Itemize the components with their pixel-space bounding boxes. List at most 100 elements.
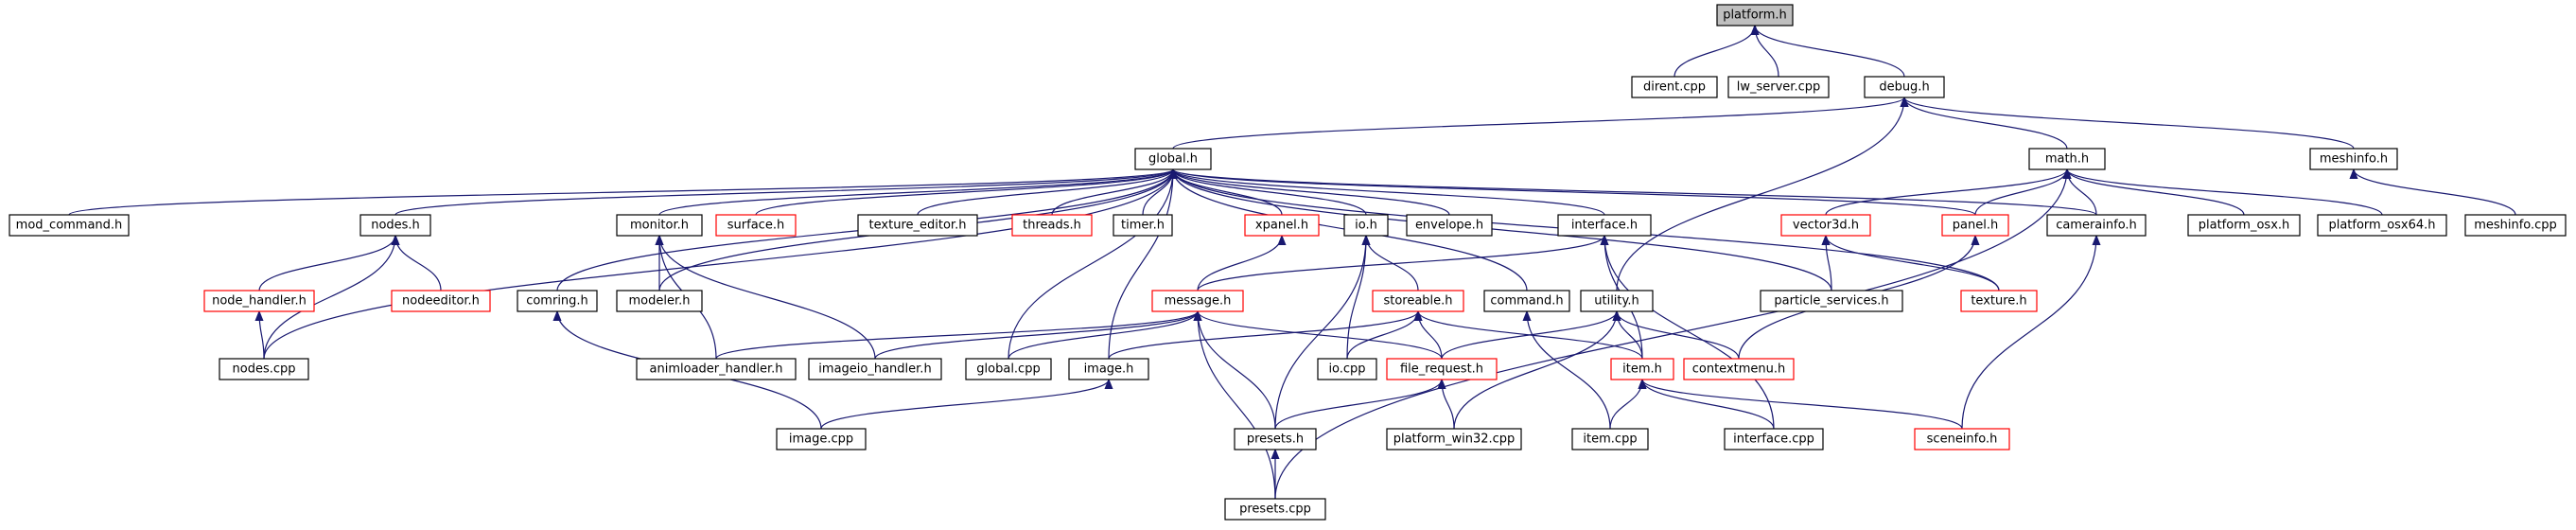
node-message-h[interactable]: message.h (1151, 290, 1244, 312)
node-dirent-cpp[interactable]: dirent.cpp (1631, 76, 1718, 98)
node-io-cpp[interactable]: io.cpp (1317, 358, 1377, 380)
node-box[interactable] (1557, 214, 1652, 237)
node-item-h[interactable]: item.h (1610, 358, 1674, 380)
node-box[interactable] (1960, 290, 2038, 312)
node-presets-h[interactable]: presets.h (1234, 428, 1317, 450)
node-box[interactable] (1716, 4, 1794, 26)
node-texture-editor-h[interactable]: texture_editor.h (857, 214, 978, 237)
node-box[interactable] (1134, 148, 1212, 170)
node-box[interactable] (517, 290, 598, 312)
node-box[interactable] (203, 290, 315, 312)
node-box[interactable] (1068, 358, 1149, 380)
node-platform-h[interactable]: platform.h (1716, 4, 1794, 26)
node-box[interactable] (1580, 290, 1654, 312)
node-box[interactable] (1683, 358, 1795, 380)
node-timer-h[interactable]: timer.h (1113, 214, 1173, 237)
node-box[interactable] (1224, 498, 1326, 521)
node-math-h[interactable]: math.h (2028, 148, 2106, 170)
node-meshinfo-cpp[interactable]: meshinfo.cpp (2464, 214, 2567, 237)
node-box[interactable] (2464, 214, 2567, 237)
node-box[interactable] (1372, 290, 1464, 312)
node-panel-h[interactable]: panel.h (1941, 214, 2009, 237)
node-utility-h[interactable]: utility.h (1580, 290, 1654, 312)
node-interface-cpp[interactable]: interface.cpp (1724, 428, 1824, 450)
node-box[interactable] (1113, 214, 1173, 237)
node-box[interactable] (391, 290, 491, 312)
node-box[interactable] (965, 358, 1052, 380)
node-box[interactable] (1864, 76, 1945, 98)
node-surface-h[interactable]: surface.h (715, 214, 797, 237)
node-box[interactable] (2046, 214, 2147, 237)
node-box[interactable] (1317, 358, 1377, 380)
node-imageio-handler-h[interactable]: imageio_handler.h (808, 358, 942, 380)
node-box[interactable] (1780, 214, 1871, 237)
node-platform-osx64-h[interactable]: platform_osx64.h (2317, 214, 2447, 237)
node-platform-win32-cpp[interactable]: platform_win32.cpp (1386, 428, 1522, 450)
node-nodes-h[interactable]: nodes.h (359, 214, 431, 237)
node-platform-osx-h[interactable]: platform_osx.h (2187, 214, 2301, 237)
node-box[interactable] (1386, 358, 1498, 380)
node-meshinfo-h[interactable]: meshinfo.h (2309, 148, 2398, 170)
node-box[interactable] (9, 214, 130, 237)
node-envelope-h[interactable]: envelope.h (1406, 214, 1493, 237)
node-threads-h[interactable]: threads.h (1011, 214, 1093, 237)
node-box[interactable] (359, 214, 431, 237)
node-box[interactable] (1914, 428, 2010, 450)
node-box[interactable] (1234, 428, 1317, 450)
node-box[interactable] (857, 214, 978, 237)
node-nodes-cpp[interactable]: nodes.cpp (219, 358, 309, 380)
node-box[interactable] (616, 290, 703, 312)
node-mod-command-h[interactable]: mod_command.h (9, 214, 130, 237)
node-box[interactable] (715, 214, 797, 237)
node-box[interactable] (1406, 214, 1493, 237)
node-io-h[interactable]: io.h (1343, 214, 1389, 237)
node-box[interactable] (636, 358, 797, 380)
node-box[interactable] (1386, 428, 1522, 450)
node-box[interactable] (1631, 76, 1718, 98)
node-box[interactable] (1151, 290, 1244, 312)
node-box[interactable] (1343, 214, 1389, 237)
node-image-h[interactable]: image.h (1068, 358, 1149, 380)
node-box[interactable] (808, 358, 942, 380)
node-debug-h[interactable]: debug.h (1864, 76, 1945, 98)
node-sceneinfo-h[interactable]: sceneinfo.h (1914, 428, 2010, 450)
node-box[interactable] (2317, 214, 2447, 237)
node-comring-h[interactable]: comring.h (517, 290, 598, 312)
node-node-handler-h[interactable]: node_handler.h (203, 290, 315, 312)
node-item-cpp[interactable]: item.cpp (1571, 428, 1649, 450)
node-command-h[interactable]: command.h (1483, 290, 1570, 312)
node-box[interactable] (2309, 148, 2398, 170)
node-camerainfo-h[interactable]: camerainfo.h (2046, 214, 2147, 237)
node-box[interactable] (616, 214, 703, 237)
node-interface-h[interactable]: interface.h (1557, 214, 1652, 237)
node-storeable-h[interactable]: storeable.h (1372, 290, 1464, 312)
node-box[interactable] (1483, 290, 1570, 312)
node-box[interactable] (1610, 358, 1674, 380)
node-box[interactable] (1941, 214, 2009, 237)
node-lw-server-cpp[interactable]: lw_server.cpp (1727, 76, 1830, 98)
node-global-cpp[interactable]: global.cpp (965, 358, 1052, 380)
node-box[interactable] (1724, 428, 1824, 450)
node-particle-services-h[interactable]: particle_services.h (1760, 290, 1903, 312)
node-modeler-h[interactable]: modeler.h (616, 290, 703, 312)
node-box[interactable] (2028, 148, 2106, 170)
node-monitor-h[interactable]: monitor.h (616, 214, 703, 237)
node-vector3d-h[interactable]: vector3d.h (1780, 214, 1871, 237)
node-xpanel-h[interactable]: xpanel.h (1244, 214, 1320, 237)
node-box[interactable] (1244, 214, 1320, 237)
node-image-cpp[interactable]: image.cpp (776, 428, 867, 450)
node-box[interactable] (1760, 290, 1903, 312)
node-nodeeditor-h[interactable]: nodeeditor.h (391, 290, 491, 312)
node-texture-h[interactable]: texture.h (1960, 290, 2038, 312)
node-global-h[interactable]: global.h (1134, 148, 1212, 170)
node-box[interactable] (1011, 214, 1093, 237)
node-box[interactable] (776, 428, 867, 450)
node-box[interactable] (219, 358, 309, 380)
node-contextmenu-h[interactable]: contextmenu.h (1683, 358, 1795, 380)
node-box[interactable] (2187, 214, 2301, 237)
node-box[interactable] (1727, 76, 1830, 98)
node-animloader-handler-h[interactable]: animloader_handler.h (636, 358, 797, 380)
node-presets-cpp[interactable]: presets.cpp (1224, 498, 1326, 521)
node-file-request-h[interactable]: file_request.h (1386, 358, 1498, 380)
node-box[interactable] (1571, 428, 1649, 450)
